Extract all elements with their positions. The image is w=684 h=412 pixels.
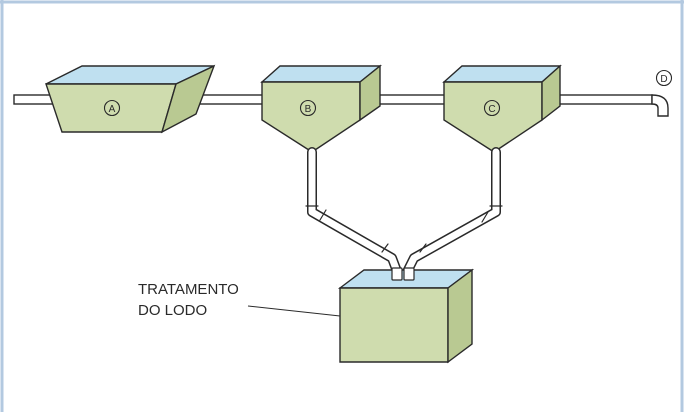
tank-c-water (442, 65, 562, 83)
tank-a-marker (103, 99, 121, 117)
sludge-pipe-b (308, 148, 402, 278)
sludge-tank-front (339, 287, 449, 363)
tank-c: C (442, 64, 562, 153)
outlet-d: D (655, 69, 673, 87)
tank-c-side (541, 64, 561, 122)
pipe-outlets (391, 267, 415, 281)
tank-b-front (261, 81, 361, 153)
tank-c-letter: C (488, 104, 495, 115)
sludge-label-line2: DO LODO (138, 302, 207, 319)
sludge-tank-side (447, 268, 473, 364)
outlet-d-marker (655, 69, 673, 87)
outlet-d-letter: D (660, 74, 667, 85)
inlet-pipe (13, 94, 55, 105)
tank-c-marker (483, 99, 501, 117)
sludge-label-line1: TRATAMENTO (138, 281, 239, 298)
sludge-tank (337, 268, 475, 364)
tank-a-side (160, 64, 216, 134)
tank-a-letter: A (109, 104, 116, 115)
tank-b-side (359, 64, 381, 122)
tank-b-letter: B (305, 104, 312, 115)
tank-b-marker (299, 99, 317, 117)
sludge-pipe-c (402, 148, 500, 278)
tank-c-front (443, 81, 543, 153)
tank-b: B (260, 64, 382, 153)
label-leader-line (247, 305, 341, 317)
sludge-pipes (305, 147, 503, 279)
outlet-faucet (651, 94, 669, 117)
tank-a: A (45, 64, 216, 134)
